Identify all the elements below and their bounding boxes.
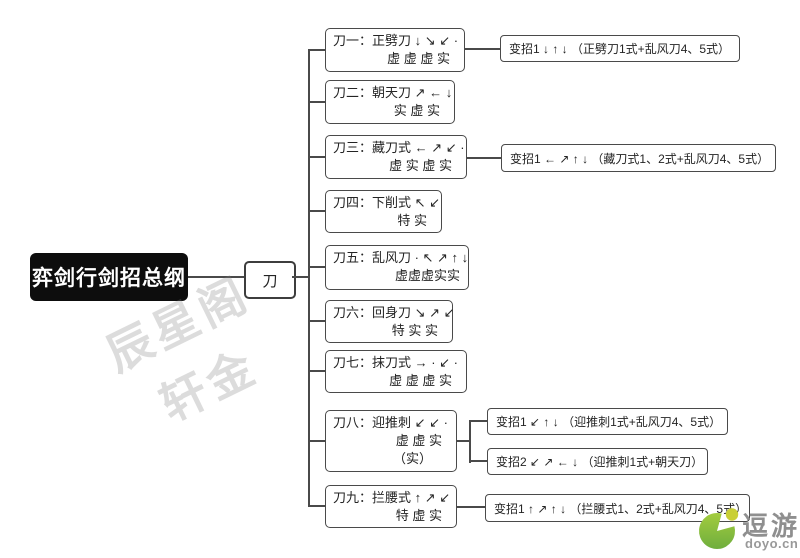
connector-line	[469, 460, 487, 462]
technique-node-dao3: 刀三：藏刀式 ← ↗ ↙ · 虚 实 虚 实	[325, 135, 467, 179]
technique-pattern: 虚 虚 实	[395, 433, 442, 448]
connector-line	[308, 370, 325, 372]
technique-pattern: 特 实 实	[391, 323, 438, 338]
technique-pattern: 实 虚 实	[393, 103, 440, 118]
variant-node-dao9-1: 变招1 ↑ ↗ ↑ ↓ （拦腰式1、2式+乱风刀4、5式）	[485, 494, 750, 522]
technique-pattern: 虚 实 虚 实	[389, 158, 452, 173]
doyo-logo-domain: doyo.cn	[745, 536, 799, 551]
connector-line	[308, 440, 325, 442]
connector-line	[308, 101, 325, 103]
technique-title: 刀三：藏刀式 ← ↗ ↙ ·	[333, 140, 465, 155]
technique-title: 刀七：抹刀式 → · ↙ ·	[333, 355, 458, 370]
doyo-logo-text: 逗游	[742, 511, 800, 541]
technique-node-dao8: 刀八：迎推刺 ↙ ↙ · 虚 虚 实 （实）	[325, 410, 457, 472]
connector-line	[308, 49, 325, 51]
connector-line	[292, 276, 309, 278]
technique-pattern: 虚 虚 虚 实	[387, 51, 450, 66]
technique-node-dao9: 刀九：拦腰式 ↑ ↗ ↙ 特 虚 实	[325, 485, 457, 528]
connector-fork	[469, 420, 471, 463]
technique-title: 刀二：朝天刀 ↗ ← ↓	[333, 85, 453, 100]
technique-pattern-extra: （实）	[392, 451, 432, 466]
technique-title: 刀四：下削式 ↖ ↙	[333, 195, 441, 210]
technique-title: 刀六：回身刀 ↘ ↗ ↙	[333, 305, 455, 320]
technique-node-dao2: 刀二：朝天刀 ↗ ← ↓ 实 虚 实	[325, 80, 455, 124]
technique-pattern: 虚虚虚实实	[394, 268, 460, 283]
technique-node-dao6: 刀六：回身刀 ↘ ↗ ↙ 特 实 实	[325, 300, 455, 343]
variant-node-dao1-1: 变招1 ↓ ↑ ↓ （正劈刀1式+乱风刀4、5式）	[500, 35, 740, 62]
technique-title: 刀五：乱风刀 · ↖ ↗ ↑ ↓	[333, 250, 469, 265]
connector-line	[308, 505, 325, 507]
connector-line	[469, 420, 487, 422]
variant-node-dao8-2: 变招2 ↙ ↗ ← ↓ （迎推刺1式+朝天刀）	[487, 448, 708, 475]
connector-line	[457, 440, 471, 442]
variant-node-dao3-1: 变招1 ← ↗ ↑ ↓ （藏刀式1、2式+乱风刀4、5式）	[501, 144, 776, 172]
connector-line	[308, 210, 325, 212]
connector-spine	[308, 49, 310, 507]
connector-line	[467, 157, 501, 159]
technique-node-dao5: 刀五：乱风刀 · ↖ ↗ ↑ ↓ 虚虚虚实实	[325, 245, 469, 290]
technique-pattern: 虚 虚 虚 实	[389, 373, 452, 388]
connector-line	[308, 266, 325, 268]
technique-title: 刀一：正劈刀 ↓ ↘ ↙ ·	[333, 33, 459, 48]
technique-node-dao7: 刀七：抹刀式 → · ↙ · 虚 虚 虚 实	[325, 350, 467, 393]
connector-line	[457, 506, 485, 508]
connector-line	[308, 320, 325, 322]
connector-line	[308, 156, 325, 158]
technique-title: 刀九：拦腰式 ↑ ↗ ↙	[333, 490, 451, 505]
technique-pattern: 特 虚 实	[395, 508, 442, 523]
technique-pattern: 特 实	[397, 213, 427, 228]
doyo-logo-icon	[699, 508, 739, 549]
root-node: 弈剑行剑招总纲	[30, 253, 188, 301]
connector-line	[465, 48, 500, 50]
technique-title: 刀八：迎推刺 ↙ ↙ ·	[333, 415, 448, 430]
connector-line	[188, 276, 244, 278]
variant-node-dao8-1: 变招1 ↙ ↑ ↓ （迎推刺1式+乱风刀4、5式）	[487, 408, 728, 435]
technique-node-dao1: 刀一：正劈刀 ↓ ↘ ↙ · 虚 虚 虚 实	[325, 28, 465, 72]
technique-node-dao4: 刀四：下削式 ↖ ↙ 特 实	[325, 190, 442, 233]
category-node-dao: 刀	[244, 261, 296, 299]
